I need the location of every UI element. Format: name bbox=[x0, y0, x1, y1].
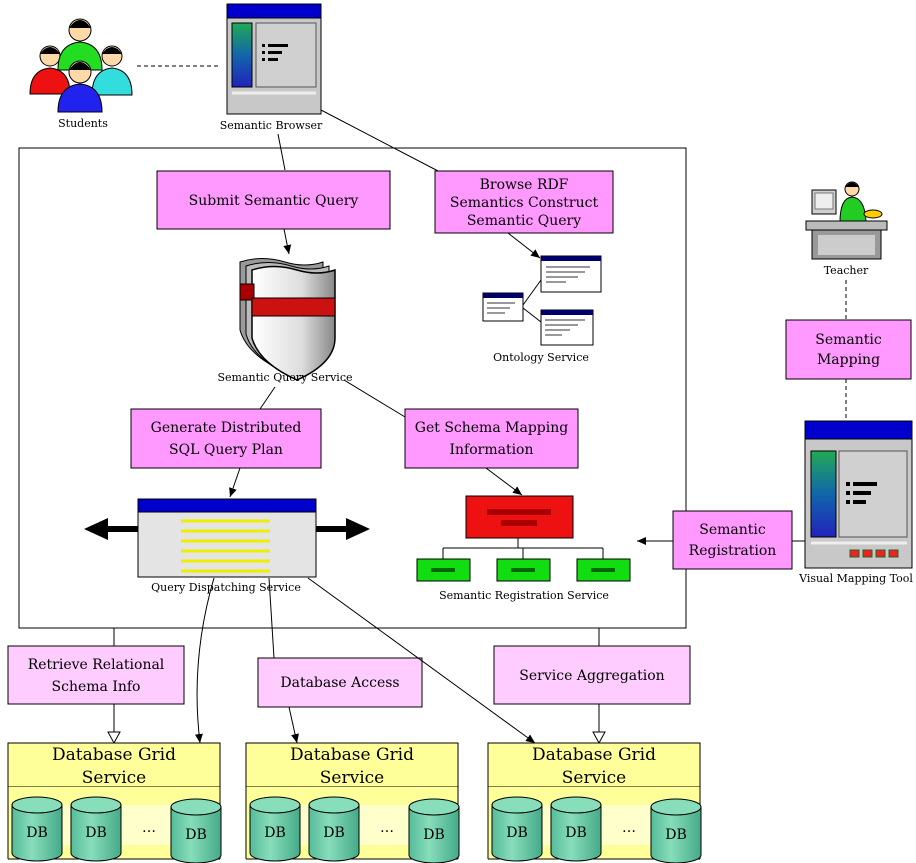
grid-title-line-1: Database Grid bbox=[290, 745, 414, 765]
grid-title-line-2: Service bbox=[562, 768, 626, 788]
semantic-registration-service-icon bbox=[416, 495, 631, 582]
step-database-access-label: Database Access bbox=[280, 675, 399, 691]
db-label: DB bbox=[264, 825, 286, 841]
step-browse-line-1: Browse RDF bbox=[480, 177, 569, 193]
db-ellipsis: … bbox=[142, 820, 156, 836]
step-service-aggregation-label: Service Aggregation bbox=[519, 668, 664, 684]
db-label: DB bbox=[565, 825, 587, 841]
db-label: DB bbox=[85, 825, 107, 841]
step-get-schema-line-2: Information bbox=[449, 442, 533, 458]
db-cylinder: DB bbox=[408, 798, 460, 863]
students-label: Students bbox=[58, 117, 108, 130]
step-mapping-line-1: Semantic bbox=[815, 332, 882, 348]
teacher-label: Teacher bbox=[824, 264, 869, 277]
db-label: DB bbox=[423, 827, 445, 843]
step-generate-query-plan: Generate Distributed SQL Query Plan bbox=[130, 408, 322, 469]
step-browse-rdf: Browse RDF Semantics Construct Semantic … bbox=[434, 170, 614, 234]
semantic-query-service-icon bbox=[239, 258, 336, 381]
teacher-icon bbox=[805, 181, 888, 260]
step-browse-line-3: Semantic Query bbox=[467, 213, 581, 229]
semantic-browser-icon bbox=[226, 3, 322, 115]
step-retrieve-schema-info: Retrieve Relational Schema Info bbox=[7, 645, 185, 705]
ontology-service-icon bbox=[482, 255, 602, 346]
db-ellipsis: … bbox=[622, 820, 636, 836]
system-boundary bbox=[18, 147, 687, 629]
step-browse-line-2: Semantics Construct bbox=[450, 195, 599, 211]
ontology-service-label: Ontology Service bbox=[493, 351, 589, 364]
db-label: DB bbox=[665, 827, 687, 843]
db-cylinder: DB bbox=[249, 796, 301, 862]
db-label: DB bbox=[185, 827, 207, 843]
step-generate-line-1: Generate Distributed bbox=[151, 420, 302, 436]
step-database-access: Database Access bbox=[257, 657, 423, 708]
step-get-schema-mapping: Get Schema Mapping Information bbox=[404, 408, 579, 469]
grid-title-line-2: Service bbox=[82, 768, 146, 788]
db-cylinder: DB bbox=[550, 796, 602, 862]
step-get-schema-line-1: Get Schema Mapping bbox=[415, 420, 568, 436]
db-label: DB bbox=[323, 825, 345, 841]
query-dispatching-service-icon bbox=[84, 498, 370, 578]
step-generate-line-2: SQL Query Plan bbox=[169, 442, 283, 458]
step-semantic-registration: Semantic Registration bbox=[672, 510, 793, 570]
step-retrieve-line-1: Retrieve Relational bbox=[28, 657, 165, 673]
db-cylinder: DB bbox=[11, 796, 63, 862]
db-cylinder: DB bbox=[308, 796, 360, 862]
step-service-aggregation: Service Aggregation bbox=[493, 645, 691, 705]
db-label: DB bbox=[506, 825, 528, 841]
grid-title-line-1: Database Grid bbox=[52, 745, 176, 765]
semantic-browser-label: Semantic Browser bbox=[220, 119, 323, 132]
db-cylinder: DB bbox=[170, 798, 222, 863]
db-cylinder: DB bbox=[70, 796, 122, 862]
db-cylinder: DB bbox=[491, 796, 543, 862]
semantic-query-service-label: Semantic Query Service bbox=[217, 371, 352, 384]
step-semantic-mapping: Semantic Mapping bbox=[785, 319, 912, 380]
semantic-registration-service-label: Semantic Registration Service bbox=[439, 589, 609, 602]
visual-mapping-tool-icon bbox=[804, 420, 913, 569]
step-registration-line-2: Registration bbox=[689, 543, 777, 559]
db-cylinder: DB bbox=[650, 798, 702, 863]
grid-title-line-1: Database Grid bbox=[532, 745, 656, 765]
students-icon bbox=[29, 18, 133, 113]
step-retrieve-line-2: Schema Info bbox=[52, 679, 141, 695]
step-mapping-line-2: Mapping bbox=[817, 352, 880, 368]
query-dispatching-service-label: Query Dispatching Service bbox=[151, 581, 301, 594]
step-submit-label: Submit Semantic Query bbox=[189, 193, 359, 209]
step-submit-semantic-query: Submit Semantic Query bbox=[156, 170, 391, 230]
db-ellipsis: … bbox=[380, 820, 394, 836]
db-label: DB bbox=[26, 825, 48, 841]
visual-mapping-tool-label: Visual Mapping Tool bbox=[798, 572, 913, 585]
step-registration-line-1: Semantic bbox=[699, 522, 766, 538]
grid-title-line-2: Service bbox=[320, 768, 384, 788]
